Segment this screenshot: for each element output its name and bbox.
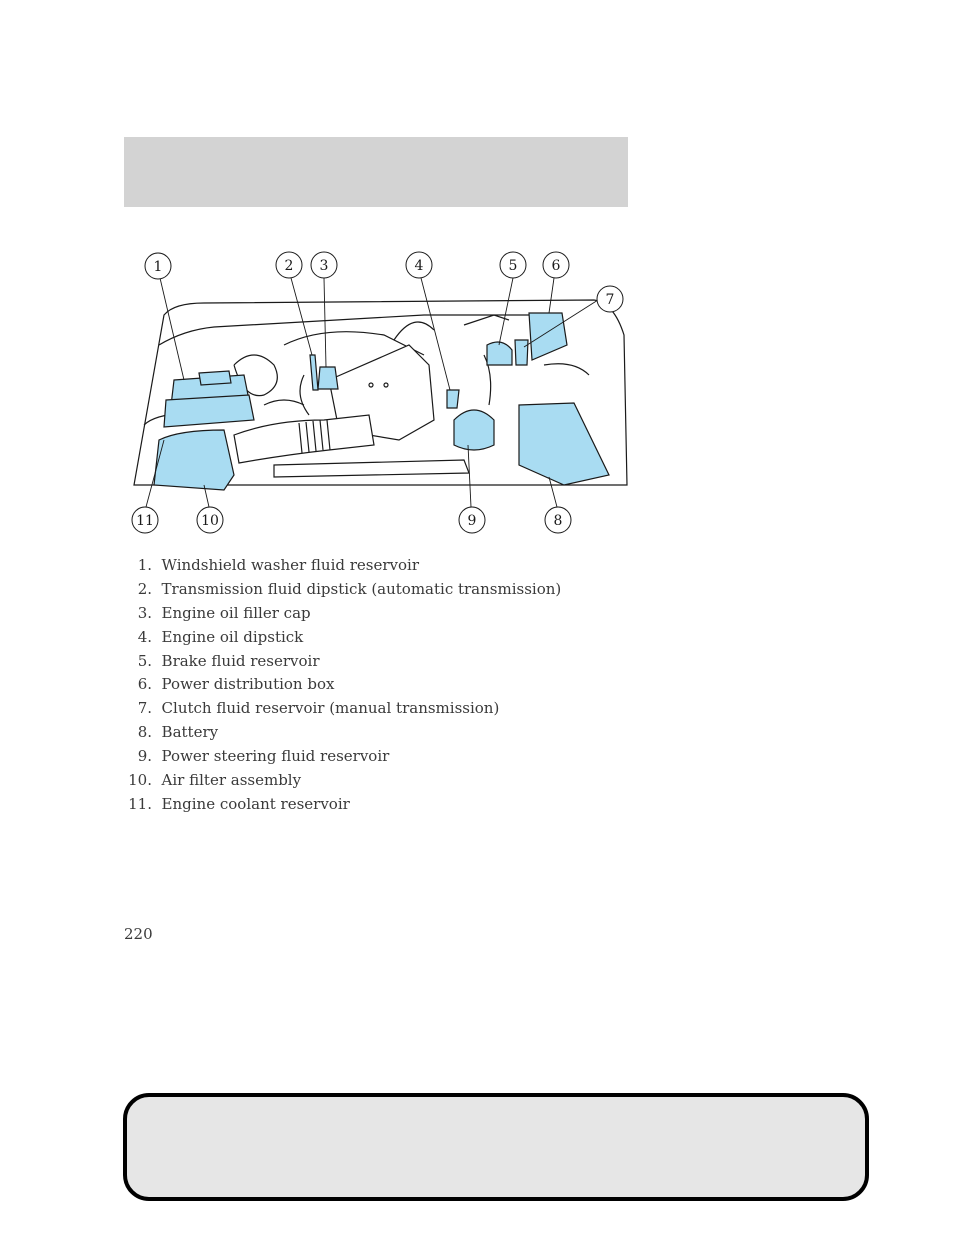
footer-box	[123, 1093, 869, 1201]
coolant-reservoir-shape	[163, 394, 255, 428]
callout-2: 2	[285, 258, 294, 274]
callout-3: 3	[320, 258, 329, 274]
power-steering-reservoir-shape	[453, 409, 495, 451]
callout-7-circle	[596, 285, 624, 313]
power-distribution-box-shape	[528, 312, 568, 361]
engine-compartment-diagram: 1 2 3 4 5 6 7 8 9 10 11	[131, 251, 628, 534]
engine-oil-dipstick-shape	[446, 389, 460, 409]
legend-item: 3. Engine oil filler cap	[137, 603, 311, 622]
callout-11: 11	[136, 513, 154, 529]
callout-11-circle	[131, 506, 159, 534]
battery-shape	[518, 402, 610, 486]
section-header-band	[124, 137, 628, 207]
callout-2-circle	[275, 251, 303, 279]
component-legend: 1. Windshield washer fluid reservoir 2. …	[124, 555, 644, 818]
callout-3-circle	[310, 251, 338, 279]
legend-item: 8. Battery	[137, 723, 219, 742]
legend-item: 9. Power steering fluid reservoir	[137, 747, 390, 766]
callout-6-circle	[542, 251, 570, 279]
engine-bay-outline	[133, 299, 628, 486]
transmission-dipstick-shape	[309, 354, 319, 391]
air-filter-shape	[153, 429, 235, 491]
callout-9-circle	[458, 506, 486, 534]
callout-10-circle	[196, 506, 224, 534]
callout-8-circle	[544, 506, 572, 534]
oil-filler-cap-shape	[317, 366, 339, 390]
legend-item: 7. Clutch fluid reservoir (manual transm…	[137, 699, 500, 718]
air-intake-duct	[233, 414, 375, 464]
callout-5-circle	[499, 251, 527, 279]
callout-6: 6	[552, 258, 561, 274]
callout-1-circle	[144, 252, 172, 280]
legend-item: 5. Brake fluid reservoir	[137, 651, 320, 670]
callout-4: 4	[415, 258, 424, 274]
page-number: 220	[124, 925, 153, 943]
callout-1: 1	[154, 259, 163, 275]
callout-7: 7	[606, 292, 615, 308]
callout-5: 5	[509, 258, 518, 274]
brake-reservoir-shape	[486, 341, 513, 366]
clutch-reservoir-shape	[514, 339, 529, 366]
legend-item: 11. Engine coolant reservoir	[128, 794, 350, 813]
callout-9: 9	[468, 513, 477, 529]
legend-item: 2. Transmission fluid dipstick (automati…	[137, 579, 562, 598]
callout-8: 8	[554, 513, 563, 529]
callout-10: 10	[201, 513, 219, 529]
legend-item: 4. Engine oil dipstick	[137, 627, 304, 646]
legend-item: 6. Power distribution box	[137, 675, 335, 694]
legend-item: 1. Windshield washer fluid reservoir	[137, 556, 420, 574]
callout-4-circle	[405, 251, 433, 279]
legend-item: 10. Air filter assembly	[128, 771, 302, 790]
